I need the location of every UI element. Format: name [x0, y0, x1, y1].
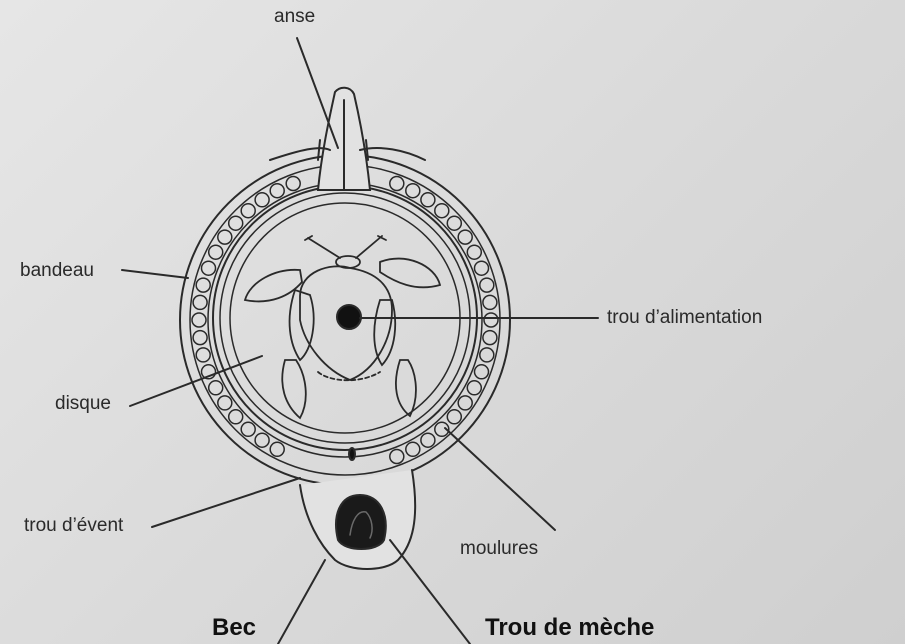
wick-hole-highlight — [349, 511, 373, 539]
label-anse: anse — [274, 6, 316, 27]
bead — [482, 294, 498, 311]
label-disque: disque — [55, 393, 111, 414]
bead — [269, 441, 285, 458]
bead — [207, 380, 224, 396]
bead — [434, 421, 450, 438]
leader-trou-meche — [389, 539, 471, 644]
bead — [479, 347, 495, 363]
label-moulures: moulures — [460, 538, 539, 559]
handle-base — [269, 147, 426, 161]
bead — [192, 294, 208, 311]
bead — [457, 395, 473, 411]
bead-moulding — [191, 175, 499, 465]
leader-moulures — [444, 427, 556, 531]
bead — [200, 260, 217, 276]
bead — [466, 244, 483, 260]
bead — [473, 260, 490, 276]
leader-bec — [277, 559, 326, 644]
bead — [227, 215, 244, 231]
bead — [254, 192, 270, 208]
bead — [217, 395, 233, 411]
leader-disque — [129, 355, 263, 407]
bead — [254, 432, 270, 448]
bead — [191, 312, 207, 328]
label-bandeau: bandeau — [20, 260, 94, 281]
bead — [405, 441, 421, 458]
bead — [473, 364, 490, 380]
label-trou-event: trou d’évent — [24, 515, 124, 536]
feeding-hole — [336, 304, 362, 330]
handle-groove-right — [365, 139, 369, 161]
leader-trou-event — [151, 477, 301, 528]
bead — [389, 175, 405, 192]
wick-hole — [335, 493, 387, 550]
bead — [285, 175, 301, 192]
bead — [483, 312, 499, 328]
bead — [217, 229, 233, 245]
bead — [420, 192, 436, 208]
bead — [446, 409, 463, 425]
bead — [466, 380, 483, 396]
bead — [479, 277, 495, 293]
bead — [200, 364, 217, 380]
leader-bandeau — [121, 269, 189, 279]
bead — [434, 202, 450, 219]
bead — [405, 182, 421, 199]
bead — [446, 215, 463, 231]
bead — [420, 432, 436, 448]
bead — [195, 347, 211, 363]
disc-decoration — [243, 235, 442, 420]
bead — [227, 409, 244, 425]
bead — [207, 244, 224, 260]
bead — [195, 277, 211, 293]
bead — [240, 202, 256, 219]
label-bec: Bec — [212, 614, 257, 641]
label-trou-meche: Trou de mèche — [485, 614, 655, 641]
label-trou-alimentation: trou d’alimentation — [607, 307, 763, 328]
bead — [457, 229, 473, 245]
bead — [240, 421, 256, 438]
bead — [482, 329, 498, 346]
bead — [269, 182, 285, 199]
bead — [192, 329, 208, 346]
handle-groove-left — [317, 139, 321, 161]
bead — [389, 448, 405, 465]
vent-hole — [348, 447, 356, 461]
leader-anse — [296, 37, 339, 149]
